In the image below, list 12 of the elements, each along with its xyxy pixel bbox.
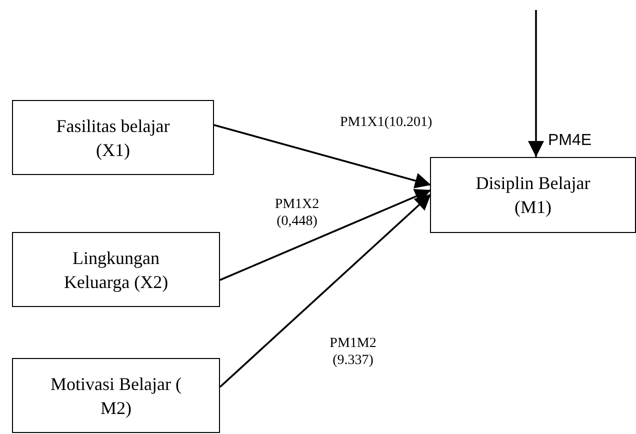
box-label: Disiplin Belajar (M1) [474,172,592,219]
arrow [214,124,432,188]
box-label: Motivasi Belajar ( M2) [50,372,182,420]
variable-box [430,157,636,233]
arrow [220,188,432,281]
arrow [528,10,544,157]
variable-box [12,358,220,433]
box-label: Fasilitas belajar (X1) [55,114,171,162]
arrow [219,193,432,388]
variable-box [12,100,214,175]
variable-box [12,232,220,307]
box-label: Lingkungan Keluarga (X2) [62,246,170,294]
